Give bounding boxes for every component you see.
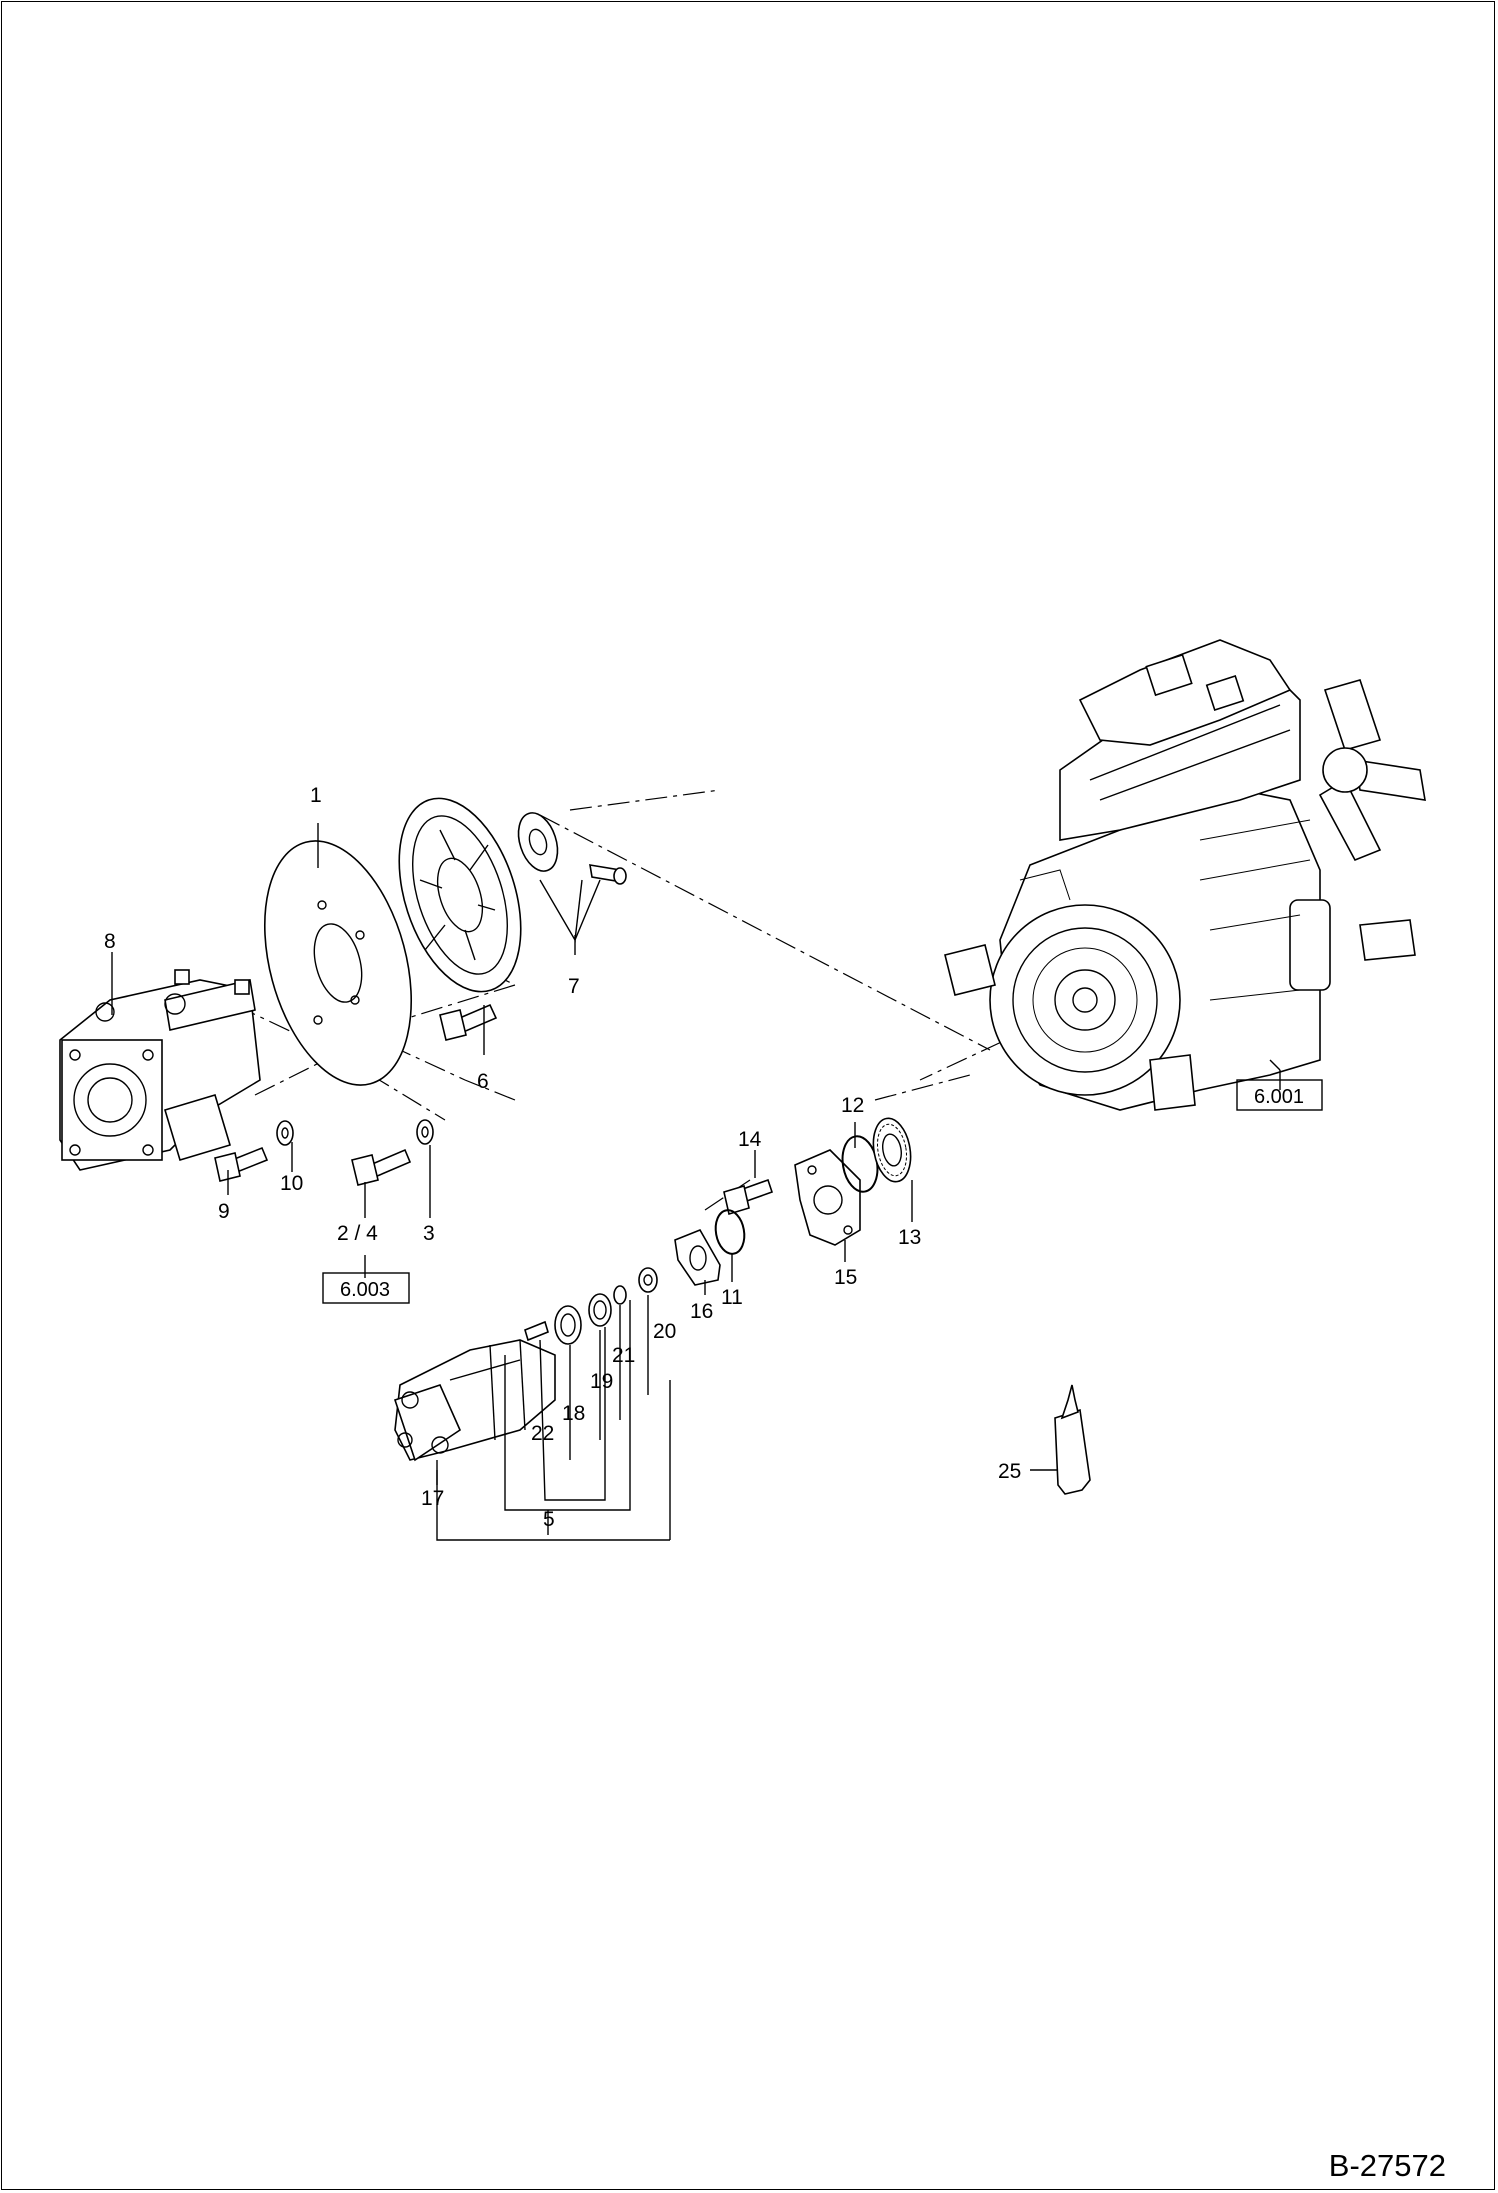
gear-pump-5: [393, 1339, 556, 1462]
callout-16: 16: [690, 1300, 713, 1323]
bolt-6: [439, 1003, 498, 1041]
callout-15: 15: [834, 1266, 857, 1289]
callout-20: 20: [653, 1320, 676, 1343]
ref-pump-group: 6.003: [340, 1279, 390, 1301]
gear-13: [872, 1117, 912, 1183]
bolt-14: [723, 1178, 774, 1216]
washer-3: [416, 1119, 434, 1145]
seal-18: [554, 1305, 582, 1345]
gasket-16: [674, 1228, 721, 1286]
callout-19: 19: [590, 1370, 613, 1393]
callout-5: 5: [543, 1508, 555, 1531]
callout-11: 11: [721, 1286, 743, 1309]
callout-8: 8: [104, 930, 116, 953]
oring-11: [714, 1209, 746, 1255]
callout-6: 6: [477, 1070, 489, 1093]
document-number: B-27572: [1328, 2148, 1446, 2183]
ring-19: [588, 1293, 612, 1327]
ref-engine: 6.001: [1254, 1086, 1304, 1108]
key-22: [524, 1320, 549, 1342]
coupling-7: [398, 797, 627, 993]
sealant-tube-25: [1054, 1384, 1091, 1495]
callout-1: 1: [310, 784, 322, 807]
bolt-9: [214, 1146, 269, 1182]
engine-assembly: [944, 639, 1426, 1111]
flex-plate-1: [263, 840, 413, 1086]
callout-10: 10: [280, 1172, 303, 1195]
washer-21: [613, 1285, 627, 1305]
pump-8: [59, 969, 261, 1171]
leader-lines: [111, 823, 1281, 1541]
callout-22: 22: [531, 1422, 554, 1445]
callout-13: 13: [898, 1226, 921, 1249]
callout-18: 18: [562, 1402, 585, 1425]
callout-14: 14: [738, 1128, 762, 1151]
callout-12: 12: [841, 1094, 864, 1117]
callout-7: 7: [568, 975, 580, 998]
flange-15: [794, 1149, 861, 1246]
callout-17: 17: [421, 1487, 444, 1510]
washer-10: [276, 1120, 294, 1146]
callout-21: 21: [612, 1344, 635, 1367]
callout-2-4: 2 / 4: [337, 1222, 378, 1245]
callout-9: 9: [218, 1200, 230, 1223]
bolt-2-4: [351, 1148, 412, 1186]
nut-20: [638, 1267, 658, 1293]
callout-25: 25: [998, 1460, 1021, 1483]
callout-3: 3: [423, 1222, 435, 1245]
ref-box-pump-group: [322, 1272, 410, 1304]
ref-box-engine: [1236, 1079, 1323, 1111]
